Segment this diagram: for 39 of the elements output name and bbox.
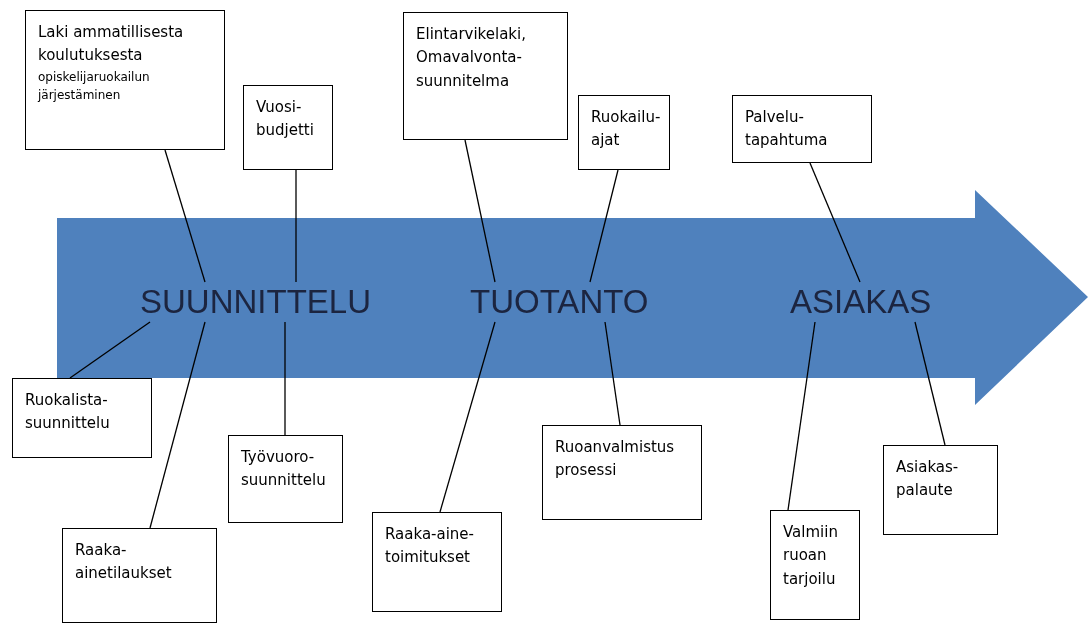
label-box (243, 85, 333, 170)
leader-line (439, 321, 496, 513)
box-text: Ruokalista- suunnittelu (25, 390, 111, 435)
leader-line (149, 321, 206, 529)
leader-line (604, 321, 621, 426)
label-box (25, 10, 225, 150)
label-box (883, 445, 998, 535)
box-text: Elintarvikelaki, Omavalvonta- suunnitelma (416, 24, 527, 92)
leader-line (914, 321, 946, 446)
box-text: Ruoanvalmistus prosessi (555, 437, 676, 482)
label-box (732, 95, 872, 163)
leader-line (809, 162, 861, 283)
box-text: Asiakas- palaute (896, 457, 960, 502)
box-text: Palvelu- tapahtuma (745, 107, 829, 152)
leader-line (589, 169, 619, 283)
leader-line (69, 321, 151, 379)
label-box (403, 12, 568, 140)
stage-label: ASIAKAS (790, 282, 932, 322)
box-text: Valmiin ruoan tarjoilu (783, 522, 839, 590)
label-box (578, 95, 670, 170)
box-text: Laki ammatillisesta koulutuksesta (38, 22, 185, 67)
label-box (62, 528, 217, 623)
label-box (770, 510, 860, 620)
box-text: Raaka-aine- toimitukset (385, 524, 475, 569)
label-box (12, 378, 152, 458)
box-text: Raaka- ainetilaukset (75, 540, 173, 585)
box-text: Työvuoro- suunnittelu (241, 447, 327, 492)
box-text: Vuosi- budjetti (256, 97, 315, 142)
leader-line (464, 139, 496, 283)
box-subtext: opiskelijaruokailun järjestäminen (38, 68, 151, 104)
label-box (372, 512, 502, 612)
leader-line (164, 149, 206, 283)
label-box (542, 425, 702, 520)
stage-label: SUUNNITTELU (140, 282, 372, 322)
leader-line (284, 321, 286, 436)
leader-line (787, 321, 816, 511)
leader-line (295, 169, 297, 283)
label-box (228, 435, 343, 523)
stage-label: TUOTANTO (470, 282, 649, 322)
